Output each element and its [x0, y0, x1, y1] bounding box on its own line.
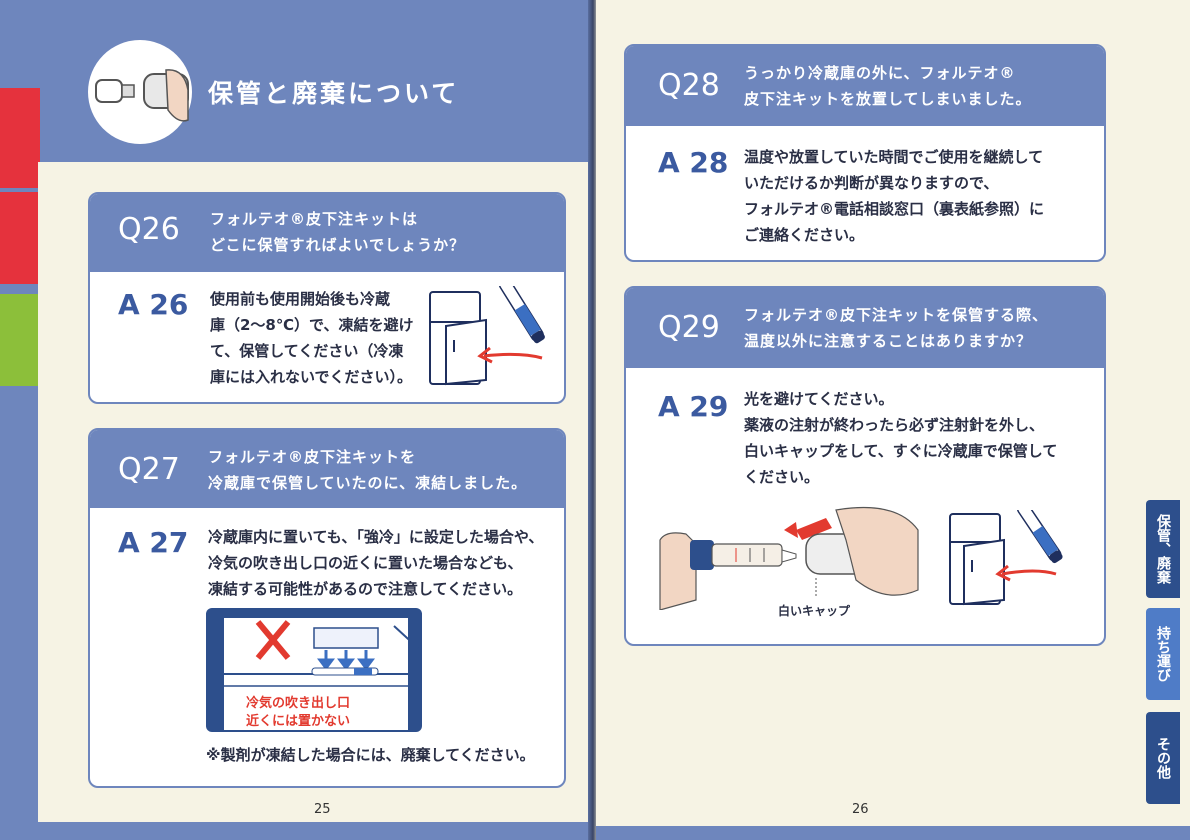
side-tab-storage[interactable]: 保管、廃棄 — [1146, 500, 1180, 598]
question-number: Q28 — [658, 68, 720, 103]
color-tab-red-2 — [0, 192, 40, 284]
answer-number: A 27 — [118, 526, 189, 559]
fridge-interior-illustration: 冷気の吹き出し口 近くには置かない — [206, 608, 422, 732]
warning-line-1: 冷気の吹き出し口 — [246, 696, 351, 711]
answer-line-3: フォルテオ®電話相談窓口（裏表紙参照）に — [744, 200, 1045, 218]
qa-card-26: Q26 フォルテオ®皮下注キットは どこに保管すればよいでしょうか？ A 26 … — [88, 192, 566, 404]
answer-number: A 28 — [658, 146, 729, 179]
fridge-pen-illustration — [429, 286, 545, 386]
question-line-2: 温度以外に注意することはありますか？ — [744, 332, 1033, 350]
answer-line-2: 薬液の注射が終わったら必ず注射針を外し、 — [744, 416, 1045, 434]
question-line-1: フォルテオ®皮下注キットを — [208, 448, 417, 466]
color-tab-green — [0, 294, 40, 386]
question-bar — [90, 430, 564, 508]
answer-line-4: ください。 — [744, 468, 820, 486]
question-bar — [90, 194, 564, 272]
question-line-1: フォルテオ®皮下注キットを保管する際、 — [744, 306, 1049, 324]
question-line-1: フォルテオ®皮下注キットは — [210, 210, 419, 228]
answer-line-2: いただけるか判断が異なりますので、 — [744, 174, 999, 192]
answer-number: A 29 — [658, 390, 729, 423]
question-number: Q29 — [658, 310, 720, 345]
side-tab-other[interactable]: その他 — [1146, 712, 1180, 804]
answer-line-1: 温度や放置していた時間でご使用を継続して — [744, 148, 1044, 166]
pen-cap-icon — [95, 69, 189, 122]
answer-line-4: ご連絡ください。 — [744, 226, 865, 244]
white-cap-label: 白いキャップ — [778, 604, 851, 618]
page-number-right: 26 — [852, 802, 869, 817]
left-bottom-band — [0, 822, 590, 840]
question-bar — [626, 288, 1104, 368]
answer-line-3: て、保管してください（冷凍 — [210, 342, 404, 360]
side-tab-carrying[interactable]: 持ち運び — [1146, 608, 1180, 700]
book-gutter — [588, 0, 598, 840]
answer-line-3: 白いキャップをして、すぐに冷蔵庫で保管して — [744, 442, 1058, 460]
section-icon — [88, 40, 192, 144]
answer-line-2: 庫（2〜8℃）で、凍結を避け — [210, 316, 414, 334]
answer-line-1: 光を避けてください。 — [744, 390, 894, 408]
capping-illustration — [659, 507, 919, 610]
question-line-1: うっかり冷蔵庫の外に、フォルテオ® — [744, 64, 1016, 82]
fridge-pen-illustration — [949, 510, 1063, 606]
answer-number: A 26 — [118, 288, 189, 321]
warning-line-2: 近くには置かない — [246, 714, 351, 729]
question-bar — [626, 46, 1104, 126]
right-bottom-band — [596, 826, 1190, 840]
disposal-note: ※製剤が凍結した場合には、廃棄してください。 — [206, 746, 535, 764]
question-line-2: 皮下注キットを放置してしまいました。 — [744, 90, 1032, 108]
question-line-2: どこに保管すればよいでしょうか？ — [210, 236, 466, 254]
color-tab-red — [0, 88, 40, 188]
answer-line-2: 冷気の吹き出し口の近くに置いた場合なども、 — [208, 554, 523, 572]
qa-card-29: Q29 フォルテオ®皮下注キットを保管する際、 温度以外に注意することはあります… — [624, 286, 1106, 646]
question-number: Q26 — [118, 212, 180, 247]
question-number: Q27 — [118, 452, 180, 487]
section-title: 保管と廃棄について — [208, 79, 460, 108]
answer-line-1: 冷蔵庫内に置いても、「強冷」に設定した場合や、 — [208, 528, 544, 546]
page-number-left: 25 — [314, 802, 331, 817]
answer-line-4: 庫には入れないでください）。 — [210, 368, 413, 386]
question-line-2: 冷蔵庫で保管していたのに、凍結しました。 — [208, 474, 528, 492]
qa-card-27: Q27 フォルテオ®皮下注キットを 冷蔵庫で保管していたのに、凍結しました。 A… — [88, 428, 566, 788]
answer-line-3: 凍結する可能性があるので注意してください。 — [208, 580, 523, 598]
qa-card-28: Q28 うっかり冷蔵庫の外に、フォルテオ® 皮下注キットを放置してしまいました。… — [624, 44, 1106, 262]
answer-line-1: 使用前も使用開始後も冷蔵 — [210, 290, 391, 308]
